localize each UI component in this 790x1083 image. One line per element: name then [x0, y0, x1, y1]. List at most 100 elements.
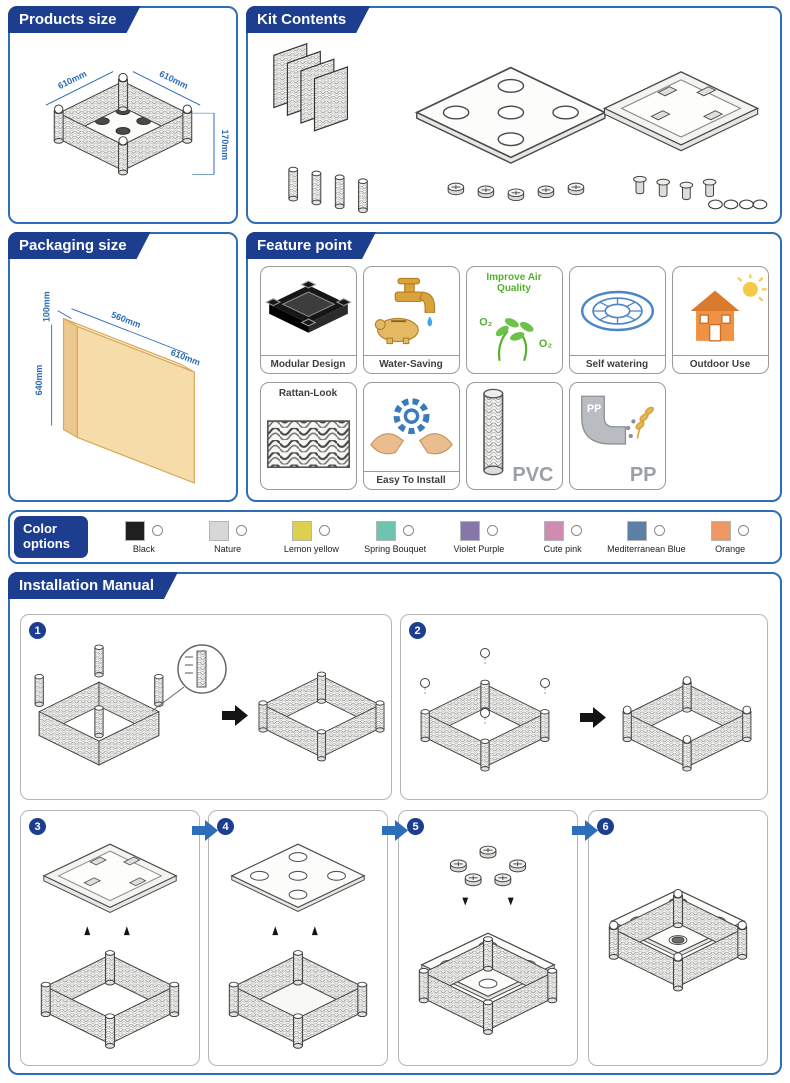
color-options-panel: Color options Black Nature Lemon yellow … [8, 510, 782, 564]
step-4-diagram [213, 843, 383, 1061]
color-swatch [376, 520, 397, 541]
small-plugs-icon [633, 175, 717, 201]
step-number-badge: 6 [597, 818, 614, 835]
svg-text:O₂: O₂ [479, 317, 492, 329]
installation-manual-panel: Installation Manual 1 2 [8, 572, 782, 1075]
step-arrow-icon [192, 820, 218, 841]
feature-rattan-look: Rattan-Look [259, 382, 357, 490]
color-name: Nature [214, 543, 242, 554]
svg-text:O₂: O₂ [538, 338, 551, 350]
color-swatch [208, 520, 229, 541]
rings-icon [708, 199, 768, 210]
color-option-mediterranean-blue: Mediterranean Blue [605, 520, 689, 554]
installation-manual-title: Installation Manual [8, 572, 178, 599]
feature-label: Modular Design [260, 355, 356, 373]
step-2-diagram [420, 648, 763, 795]
install-step-5: 5 [398, 810, 578, 1066]
color-swatch [292, 520, 313, 541]
color-ring-icon [403, 525, 415, 536]
color-option-black: Black [102, 520, 186, 554]
feature-label: PP [629, 464, 657, 486]
step-number-badge: 1 [29, 622, 46, 639]
color-ring-icon [235, 525, 247, 536]
modular-design-icon [264, 280, 352, 333]
air-quality-icon: O₂ O₂ [479, 317, 552, 362]
kit-contents-diagram [273, 43, 768, 214]
kit-contents-panel: Kit Contents [246, 6, 782, 224]
step-number-badge: 5 [407, 818, 424, 835]
packaging-size-title: Packaging size [8, 232, 151, 259]
base-tray-icon [603, 71, 759, 152]
feature-label: Improve Air Quality [486, 272, 542, 294]
packaging-size-panel: Packaging size 100mm 560mm 610mm 640mm [8, 232, 238, 502]
step-1-diagram [34, 644, 387, 766]
color-ring-icon [738, 525, 750, 536]
color-name: Spring Bouquet [364, 543, 427, 554]
color-option-lemon-yellow: Lemon yellow [270, 520, 354, 554]
step-5-diagram [403, 845, 573, 1061]
feature-label: Easy To Install [363, 471, 459, 489]
color-options-title: Color options [14, 516, 88, 558]
rattan-panels-icon [273, 43, 349, 132]
step-number-badge: 2 [409, 622, 426, 639]
feature-easy-install: Easy To Install [362, 382, 460, 490]
feature-water-saving: Water-Saving [362, 266, 460, 374]
color-option-nature: Nature [186, 520, 270, 554]
product-dimensions-diagram: 610mm 610mm 170mm [45, 69, 230, 218]
color-swatch [543, 520, 564, 541]
products-size-title: Products size [8, 6, 141, 33]
svg-text:PP: PP [587, 403, 601, 415]
self-watering-icon [580, 290, 654, 332]
feature-self-watering: Self watering [568, 266, 666, 374]
top-plate-icon [415, 66, 606, 164]
packaging-box-diagram: 100mm 560mm 610mm 640mm [34, 291, 202, 484]
step-6-diagram [593, 833, 763, 1061]
color-name: Orange [715, 543, 746, 554]
color-name: Lemon yellow [283, 543, 339, 554]
color-options-list: Black Nature Lemon yellow Spring Bouquet… [102, 514, 772, 560]
hole-caps-icon [447, 182, 585, 202]
color-name: Cute pink [543, 543, 582, 554]
color-option-violet-purple: Violet Purple [437, 520, 521, 554]
install-step-4: 4 [208, 810, 388, 1066]
svg-text:610mm: 610mm [56, 69, 88, 91]
step-3-diagram [25, 843, 195, 1061]
color-name: Violet Purple [453, 543, 505, 554]
color-ring-icon [486, 525, 498, 536]
feature-air-quality: O₂ O₂ Improve Air Quality [465, 266, 563, 374]
feature-pp: PP PP [568, 382, 666, 490]
color-name: Black [132, 543, 155, 554]
pvc-icon [482, 388, 503, 476]
step-number-badge: 3 [29, 818, 46, 835]
feature-point-title: Feature point [246, 232, 376, 259]
color-ring-icon [654, 525, 666, 536]
feature-point-panel: Feature point Modular Design [246, 232, 782, 502]
step-number-badge: 4 [217, 818, 234, 835]
color-name: Mediterranean Blue [607, 543, 686, 554]
feature-outdoor-use: Outdoor Use [671, 266, 769, 374]
color-option-spring-bouquet: Spring Bouquet [353, 520, 437, 554]
easy-install-icon [369, 398, 453, 455]
step-arrow-icon [382, 820, 408, 841]
kit-contents-title: Kit Contents [246, 6, 370, 33]
color-swatch [124, 520, 145, 541]
color-swatch [459, 520, 480, 541]
feature-pvc: PVC [465, 382, 563, 490]
color-option-cute-pink: Cute pink [521, 520, 605, 554]
rattan-look-icon [266, 420, 350, 469]
color-swatch [711, 520, 732, 541]
install-step-1: 1 [20, 614, 392, 800]
color-swatch [627, 520, 648, 541]
feature-label: Outdoor Use [672, 355, 768, 373]
svg-text:640mm: 640mm [34, 365, 44, 396]
svg-text:100mm: 100mm [42, 291, 52, 322]
feature-label: PVC [512, 464, 554, 486]
feature-grid: Modular Design [258, 266, 770, 494]
color-ring-icon [570, 525, 582, 536]
outdoor-use-icon [690, 274, 767, 342]
feature-label: Rattan-Look [278, 388, 338, 399]
water-saving-icon [374, 277, 435, 345]
install-step-3: 3 [20, 810, 200, 1066]
step-arrow-icon [572, 820, 598, 841]
svg-text:170mm: 170mm [220, 129, 230, 160]
